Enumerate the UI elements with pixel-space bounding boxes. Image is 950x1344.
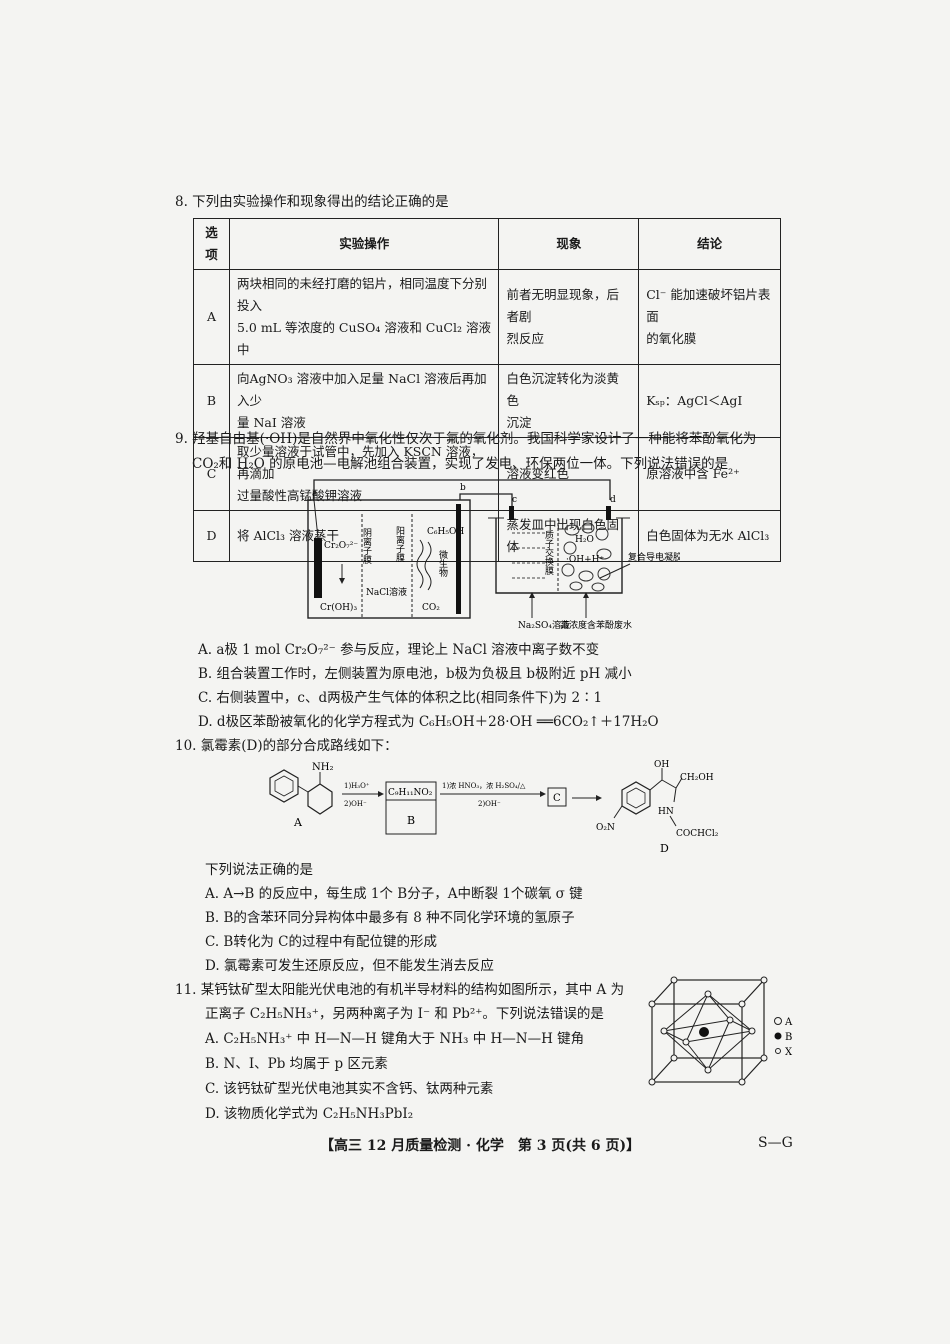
- table-row: A 两块相同的未经打磨的铝片，相同温度下分别投入 5.0 mL 等浓度的 CuSO…: [193, 269, 781, 365]
- q8-stem: 8. 下列由实验操作和现象得出的结论正确的是: [175, 194, 449, 210]
- q9-option-a: A. a极 1 mol Cr₂O₇²⁻ 参与反应，理论上 NaCl 溶液中离子数…: [198, 642, 600, 658]
- cell-line: 向AgNO₃ 溶液中加入足量 NaCl 溶液后再加入少: [236, 371, 487, 408]
- legend-b-label: B: [785, 1032, 792, 1043]
- cell-line: 烈反应: [506, 331, 544, 346]
- step1-bottom: 2)OH⁻: [344, 800, 367, 808]
- row-conclusion: 白色固体为无水 AlCl₃: [638, 510, 781, 562]
- row-phenomenon: 蒸发皿中出现白色固体: [498, 510, 640, 562]
- nh2-label: NH₂: [312, 762, 333, 773]
- cell-line: 白色沉淀转化为淡黄色: [506, 371, 619, 408]
- q10-option-a: A. A→B 的反应中，每生成 1个 B分子，A中断裂 1个碳氧 σ 键: [205, 886, 583, 902]
- row-conclusion: 原溶液中含 Fe²⁺: [638, 437, 781, 511]
- q10-sub-stem: 下列说法正确的是: [205, 862, 313, 878]
- header-operation: 实验操作: [228, 218, 500, 270]
- na2so4-label: Na₂SO₄溶液: [518, 619, 570, 631]
- legend-b-icon: [774, 1032, 782, 1040]
- row-phenomenon: 前者无明显现象，后者剧烈反应: [498, 269, 640, 365]
- compound-a-label: A: [293, 816, 303, 829]
- legend-x-icon: [775, 1048, 781, 1054]
- row-option: A: [193, 269, 230, 365]
- formula-b: C₉H₁₁NO₂: [388, 788, 433, 798]
- row-phenomenon: 溶液变红色: [498, 437, 640, 511]
- center-b-ion: [699, 1027, 709, 1037]
- q9-option-b: B. 组合装置工作时，左侧装置为原电池，b极为负极且 b极附近 pH 减小: [198, 666, 632, 682]
- footer-page-info: 【高三 12 月质量检测 · 化学 第 3 页(共 6 页)】: [320, 1138, 641, 1154]
- q10-option-c: C. B转化为 C的过程中有配位键的形成: [205, 934, 437, 950]
- row-operation: 向AgNO₃ 溶液中加入足量 NaCl 溶液后再加入少量 NaI 溶液: [228, 364, 500, 438]
- microbe-label: 微生物: [437, 549, 448, 578]
- cr2o7-label: Cr₂O₇²⁻: [324, 541, 358, 551]
- q9-stem-line1: 9. 羟基自由基(·OH)是自然界中氧化性仅次于氟的氧化剂。我国科学家设计了一种…: [175, 431, 757, 447]
- q11-option-d: D. 该物质化学式为 C₂H₅NH₃PbI₂: [205, 1106, 414, 1122]
- legend-a-icon: [774, 1017, 782, 1025]
- q11-stem-line1: 11. 某钙钛矿型太阳能光伏电池的有机半导材料的结构如图所示，其中 A 为: [175, 982, 625, 998]
- q8-table: 选项 实验操作 现象 结论 A 两块相同的未经打磨的铝片，相同温度下分别投入 5.…: [193, 218, 781, 562]
- q10-synthesis-scheme: NH₂ A 1)H₃O⁺ 2)OH⁻ C₉H₁₁NO₂ B 1)浓 HNO₃，浓…: [269, 760, 719, 855]
- q10-option-b: B. B的含苯环同分异构体中最多有 8 种不同化学环境的氢原子: [205, 910, 575, 926]
- cell-line: 沉淀: [506, 415, 532, 430]
- electrode-c-label: c: [512, 495, 517, 505]
- gel-label-1: 复合导电凝胶颗粒: [628, 551, 680, 563]
- compound-d-label: D: [660, 842, 669, 855]
- row-option: C: [193, 437, 230, 511]
- cell-line: Cl⁻ 能加速破坏铝片表面: [646, 287, 771, 324]
- cell-line: 取少量溶液于试管中，先加入 KSCN 溶液，再滴加: [236, 444, 484, 481]
- row-conclusion: Cl⁻ 能加速破坏铝片表面的氧化膜: [638, 269, 781, 365]
- q11-option-b: B. N、I、Pb 均属于 p 区元素: [205, 1056, 388, 1072]
- cation-membrane-label: 阳离子膜: [394, 526, 405, 563]
- h2o-label: H₂O: [575, 535, 594, 545]
- q11-option-a: A. C₂H₅NH₃⁺ 中 H—N—H 键角大于 NH₃ 中 H—N—H 键角: [205, 1031, 585, 1047]
- cell-line: 的氧化膜: [646, 331, 697, 346]
- hn-label: HN: [658, 807, 674, 817]
- cochcl2-label: COCHCl₂: [676, 829, 719, 839]
- cell-line: 两块相同的未经打磨的铝片，相同温度下分别投入: [236, 276, 487, 313]
- electrode-d-label: d: [610, 495, 616, 505]
- table-row: B 向AgNO₃ 溶液中加入足量 NaCl 溶液后再加入少量 NaI 溶液 白色…: [193, 364, 781, 438]
- row-operation: 两块相同的未经打磨的铝片，相同温度下分别投入 5.0 mL 等浓度的 CuSO₄ …: [228, 269, 500, 365]
- phenol-left-label: C₆H₅OH: [427, 527, 464, 537]
- q9-option-d: D. d极区苯酚被氧化的化学方程式为 C₆H₅OH＋28·OH ══6CO₂↑＋…: [198, 714, 659, 730]
- q11-stem-line2: 正离子 C₂H₅NH₃⁺，另两种离子为 I⁻ 和 Pb²⁺。下列说法错误的是: [205, 1006, 604, 1022]
- table-header-row: 选项 实验操作 现象 结论: [193, 218, 781, 270]
- q9-option-c: C. 右侧装置中，c、d两极产生气体的体积之比(相同条件下)为 2∶1: [198, 690, 603, 706]
- cell-line: 前者无明显现象，后者剧: [506, 287, 619, 324]
- phenol-water-label: 高浓度含苯酚废水: [560, 619, 632, 631]
- compound-c-label: C: [553, 793, 561, 804]
- step2-bottom: 2)OH⁻: [478, 800, 501, 808]
- header-option: 选项: [193, 218, 230, 270]
- q10-stem: 10. 氯霉素(D)的部分合成路线如下：: [175, 738, 398, 754]
- q9-apparatus-diagram: Cr₂O₇²⁻ Cr(OH)₃ a b 阴离子膜 阳离子膜 NaCl溶液 C₆H…: [307, 479, 680, 631]
- anion-membrane-label: 阴离子膜: [361, 528, 372, 565]
- q11-option-c: C. 该钙钛矿型光伏电池其实不含钙、钛两种元素: [205, 1081, 494, 1097]
- proton-membrane-label: 质子交换膜: [543, 529, 554, 576]
- q11-crystal-cell-diagram: A B X: [648, 976, 793, 1086]
- nacl-label: NaCl溶液: [366, 586, 407, 598]
- step1-top: 1)H₃O⁺: [344, 782, 370, 790]
- legend-x-label: X: [785, 1047, 793, 1058]
- oh-h-label: ·OH+H⁺: [566, 555, 604, 565]
- table-row: D 将 AlCl₃ 溶液蒸干 蒸发皿中出现白色固体 白色固体为无水 AlCl₃: [193, 510, 781, 562]
- compound-b-label: B: [407, 814, 415, 827]
- cell-line: 5.0 mL 等浓度的 CuSO₄ 溶液和 CuCl₂ 溶液中: [236, 320, 491, 357]
- q10-option-d: D. 氯霉素可发生还原反应，但不能发生消去反应: [205, 958, 494, 974]
- oh-label: OH: [654, 760, 669, 770]
- q9-stem-line2: CO₂和 H₂O 的原电池—电解池组合装置，实现了发电、环保两位一体。下列说法错…: [192, 456, 729, 472]
- step2-top: 1)浓 HNO₃，浓 H₂SO₄/△: [442, 781, 526, 790]
- cell-line: 量 NaI 溶液: [236, 415, 306, 430]
- header-conclusion: 结论: [638, 218, 781, 270]
- cell-line: 过量酸性高锰酸钾溶液: [236, 488, 362, 503]
- legend-a-label: A: [784, 1017, 793, 1028]
- row-operation: 将 AlCl₃ 溶液蒸干: [228, 510, 500, 562]
- co2-label: CO₂: [422, 603, 440, 613]
- row-option: D: [193, 510, 230, 562]
- electrode-b-label: b: [460, 483, 466, 493]
- header-phenomenon: 现象: [498, 218, 640, 270]
- croh3-label: Cr(OH)₃: [320, 602, 357, 613]
- o2n-label: O₂N: [596, 823, 615, 833]
- footer-code: S—G: [758, 1135, 793, 1151]
- electrode-a-label: a: [312, 489, 318, 499]
- ch2oh-label: CH₂OH: [680, 773, 714, 783]
